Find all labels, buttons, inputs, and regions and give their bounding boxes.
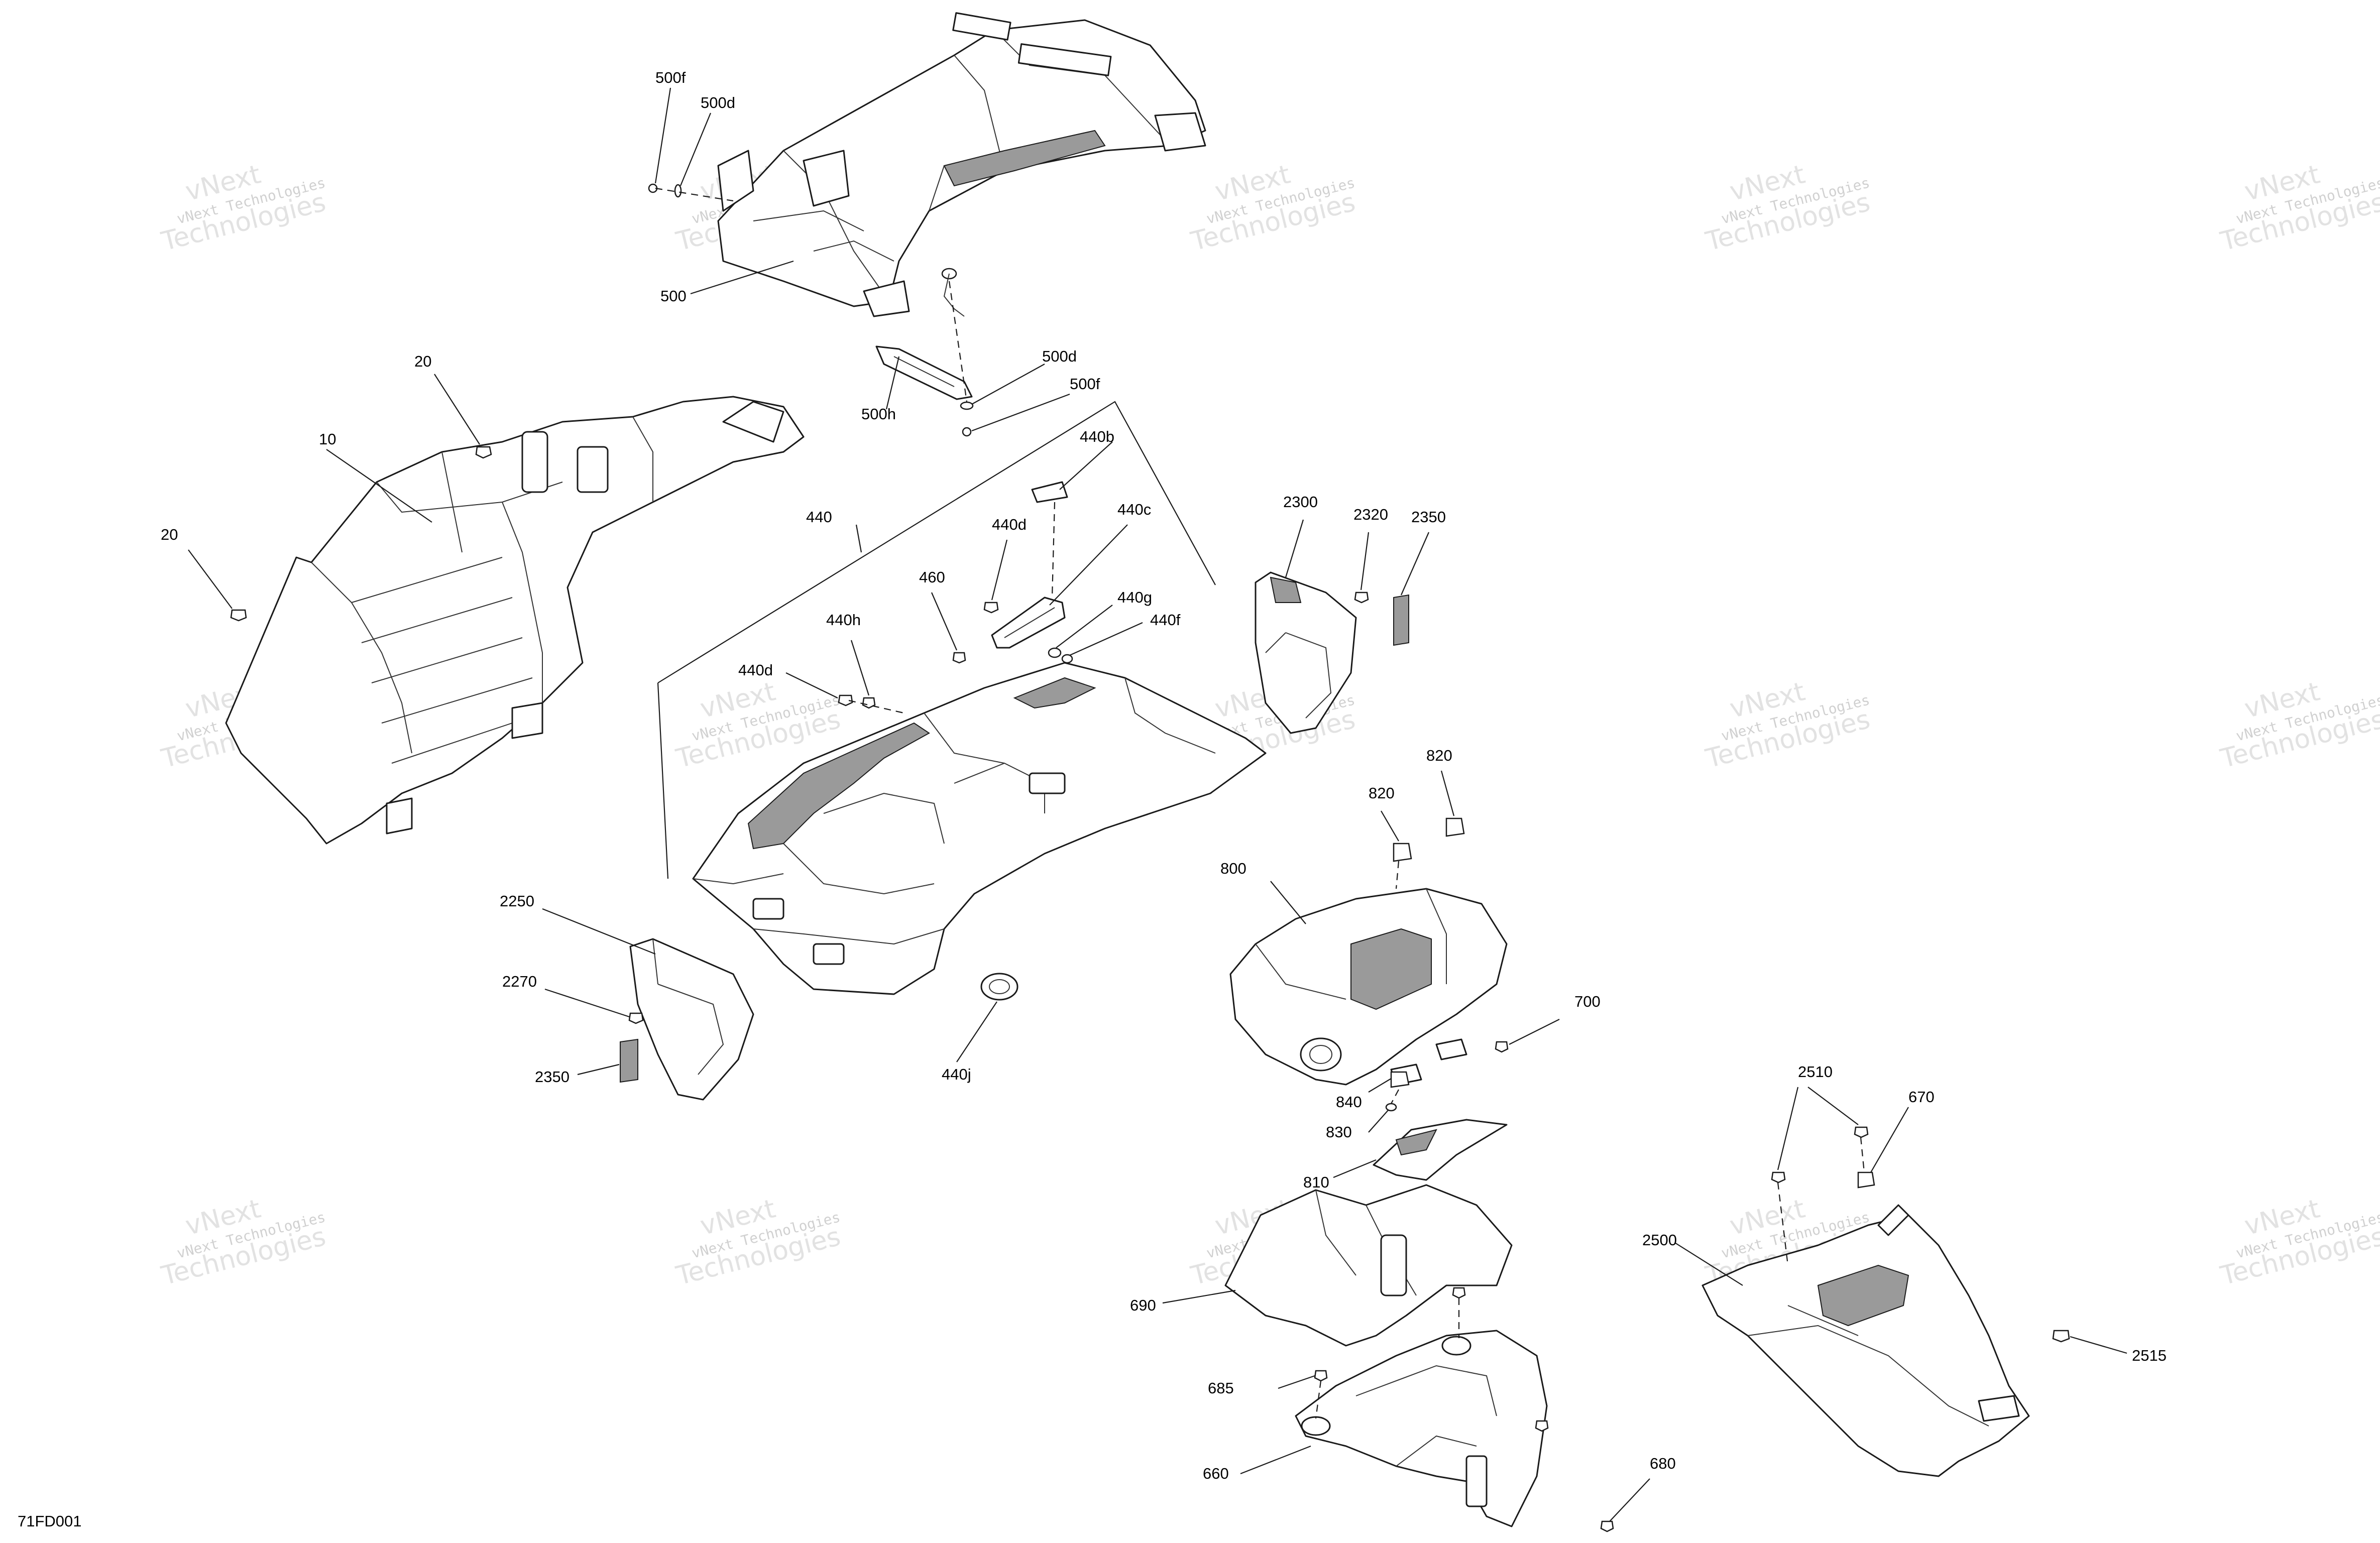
screw-2510-left-icon <box>1771 1171 1786 1183</box>
part-500-lid <box>717 12 1206 317</box>
part-660-lower-bracket <box>1295 1330 1548 1527</box>
leader-lines <box>188 87 2127 1522</box>
part-2250-left-vent <box>629 938 754 1101</box>
screw-500f-bottom-icon <box>962 427 972 437</box>
diagram-id: 71FD001 <box>18 1512 82 1530</box>
callout-2515: 2515 <box>2132 1347 2167 1364</box>
callout-440d: 440d <box>738 661 773 679</box>
callout-830: 830 <box>1326 1123 1352 1141</box>
callout-2270: 2270 <box>502 973 537 990</box>
callout-500d: 500d <box>701 94 735 111</box>
callout-440g: 440g <box>1117 588 1152 606</box>
screw-2320-icon <box>1354 591 1369 604</box>
callout-2300: 2300 <box>1283 493 1318 511</box>
callout-690: 690 <box>1130 1296 1156 1314</box>
callout-685: 685 <box>1208 1379 1234 1397</box>
callout-440c: 440c <box>1117 501 1151 518</box>
callout-840: 840 <box>1336 1093 1362 1111</box>
part-2350-pad-left <box>620 1038 638 1083</box>
screw-685-icon <box>1314 1370 1328 1382</box>
callout-20: 20 <box>414 352 431 370</box>
part-440j-plug <box>980 973 1018 1001</box>
callout-680: 680 <box>1650 1455 1676 1472</box>
callout-660: 660 <box>1203 1465 1229 1482</box>
part-690-lower-shroud <box>1224 1184 1513 1347</box>
clip-820-left-icon <box>1393 843 1412 862</box>
screw-2510-right-icon <box>1854 1126 1869 1138</box>
screw-680-icon <box>1600 1520 1614 1532</box>
callout-2350: 2350 <box>1411 508 1446 526</box>
screw-440d-lower-icon <box>838 694 853 706</box>
screw-700-icon <box>1495 1041 1509 1053</box>
callout-700: 700 <box>1574 993 1601 1010</box>
washer-500d-top-icon <box>674 184 682 198</box>
callout-810: 810 <box>1303 1173 1329 1191</box>
part-10-front-frame <box>225 396 805 845</box>
washer-500d-bottom-icon <box>960 401 974 410</box>
screw-2515-icon <box>2052 1330 2070 1343</box>
callout-2510: 2510 <box>1798 1063 1833 1081</box>
part-440c-latch <box>991 597 1066 649</box>
callout-2350: 2350 <box>535 1068 570 1086</box>
callout-440f: 440f <box>1150 611 1181 629</box>
callout-500: 500 <box>660 287 687 305</box>
callout-440: 440 <box>806 508 832 526</box>
clip-840-icon <box>1390 1071 1410 1088</box>
screw-460-icon <box>952 652 966 664</box>
callout-440h: 440h <box>826 611 861 629</box>
callout-500d: 500d <box>1042 347 1077 365</box>
screw-20-lower-icon <box>230 609 247 622</box>
callout-2250: 2250 <box>500 892 534 910</box>
part-440b-tab <box>1031 481 1068 503</box>
callout-20: 20 <box>161 526 178 543</box>
callout-800: 800 <box>1220 860 1246 877</box>
callout-820: 820 <box>1426 747 1452 764</box>
callout-460: 460 <box>919 568 945 586</box>
callout-500f: 500f <box>655 69 686 86</box>
callout-2320: 2320 <box>1353 506 1388 523</box>
callout-2500: 2500 <box>1642 1231 1677 1249</box>
clip-820-right-icon <box>1445 817 1465 837</box>
part-440-storage-tray <box>692 662 1267 995</box>
callout-10: 10 <box>319 430 336 448</box>
nut-440f-icon <box>1061 654 1073 664</box>
callout-670: 670 <box>1908 1088 1935 1106</box>
callout-440d: 440d <box>992 516 1027 533</box>
part-2500-rear-cover <box>1702 1204 2030 1477</box>
part-500h-strap <box>875 345 973 400</box>
part-2350-pad-right <box>1393 594 1409 646</box>
callout-820: 820 <box>1369 784 1395 802</box>
callout-500f: 500f <box>1070 375 1100 393</box>
callout-labels: 500f 500d 500 500d 500f 500h 20 10 20 44… <box>161 69 2167 1482</box>
part-800-dash-cover <box>1229 888 1508 1086</box>
screw-685-upper-icon <box>1452 1287 1466 1299</box>
washer-440g-icon <box>1048 647 1062 658</box>
part-2300-right-vent <box>1255 571 1357 734</box>
callout-500h: 500h <box>861 405 896 423</box>
callout-440b: 440b <box>1080 428 1114 445</box>
screw-685-right-icon <box>1535 1420 1549 1432</box>
washer-830-icon <box>1385 1103 1397 1112</box>
screw-20-upper-icon <box>475 446 492 459</box>
screw-2270-icon <box>628 1012 644 1024</box>
screw-440d-upper-icon <box>983 602 999 614</box>
fasteners <box>230 183 2070 1532</box>
part-810-cover-panel <box>1373 1119 1508 1181</box>
clip-670-icon <box>1857 1171 1875 1189</box>
callout-440j: 440j <box>942 1065 971 1083</box>
